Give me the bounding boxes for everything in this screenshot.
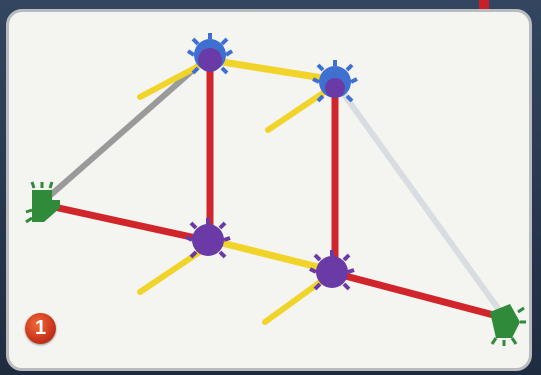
purple-connector-icon <box>186 218 230 257</box>
yellow-rod <box>210 240 330 270</box>
gray-rod <box>45 57 208 200</box>
step-number-badge: 1 <box>25 313 56 344</box>
yellow-rod <box>210 60 335 80</box>
red-rod <box>45 205 205 240</box>
green-connector-icon <box>490 304 526 346</box>
